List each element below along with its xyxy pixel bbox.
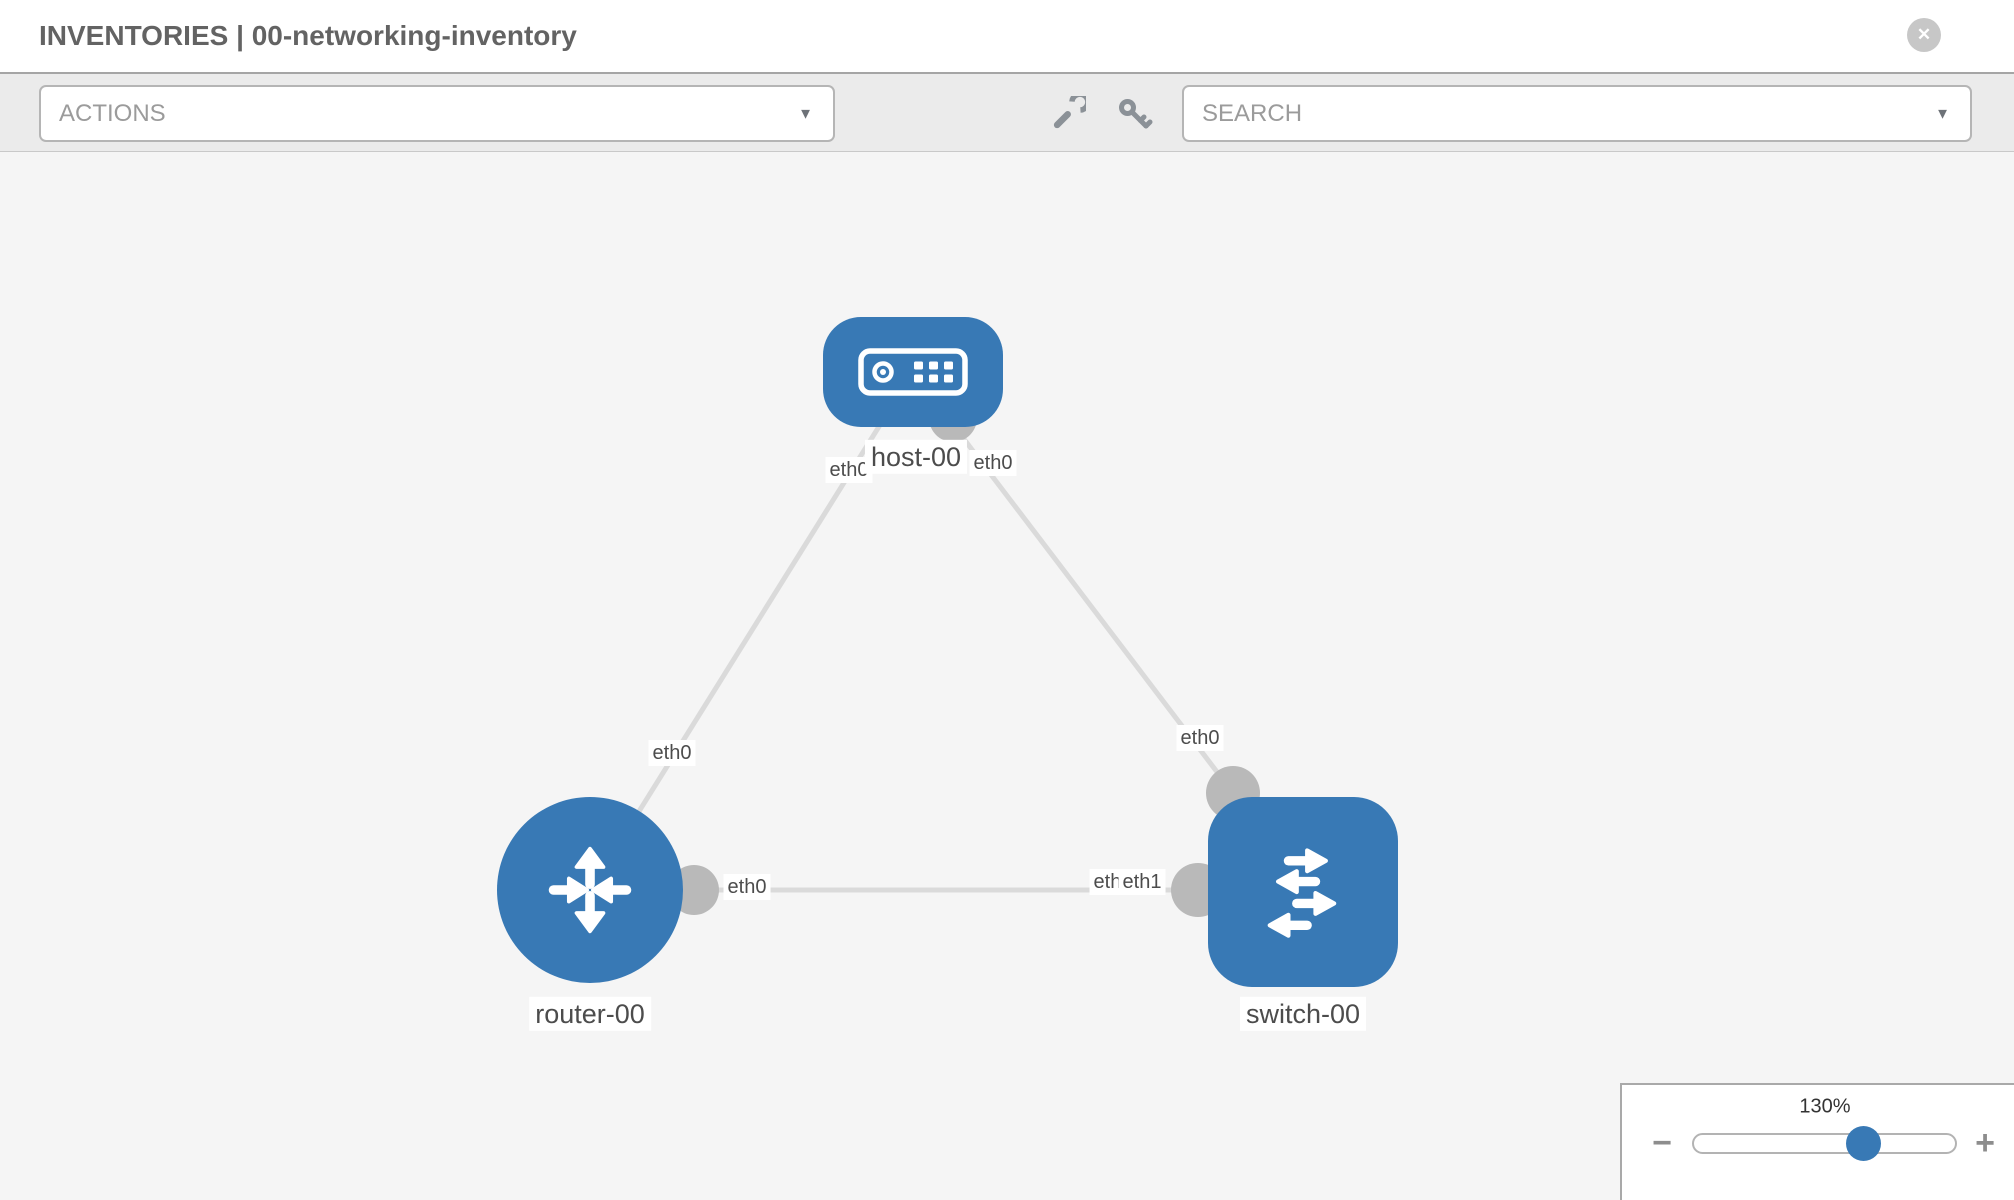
zoom-slider-knob[interactable] xyxy=(1846,1126,1881,1161)
wrench-icon[interactable] xyxy=(1048,96,1086,134)
iface-label-host-eth0-left: eth0 xyxy=(825,457,873,483)
node-router-00[interactable] xyxy=(497,797,683,983)
plus-icon: + xyxy=(1975,1124,1995,1162)
iface-label-router-eth0-top: eth0 xyxy=(648,740,696,766)
host-icon xyxy=(858,348,968,396)
iface-label-switch-eth0-top: eth0 xyxy=(1176,725,1224,751)
toolbar: ACTIONS ▼ SEARCH ▼ xyxy=(0,72,2014,152)
iface-label-router-eth0-right: eth0 xyxy=(723,874,771,900)
search-dropdown[interactable]: SEARCH ▼ xyxy=(1182,85,1972,142)
node-switch-00[interactable] xyxy=(1208,797,1398,987)
node-label-router-00: router-00 xyxy=(529,996,651,1032)
chevron-down-icon: ▼ xyxy=(798,105,813,122)
search-dropdown-label: SEARCH xyxy=(1202,99,1303,127)
close-icon: ✕ xyxy=(1916,25,1932,44)
zoom-level: 130% xyxy=(1799,1095,1851,1118)
iface-label-switch-eth1: eth1 xyxy=(1118,869,1166,895)
minus-icon: − xyxy=(1652,1124,1672,1162)
node-host-00[interactable] xyxy=(823,317,1003,427)
zoom-panel: 130% − + xyxy=(1620,1083,2014,1200)
router-icon xyxy=(548,846,632,934)
node-label-host-00: host-00 xyxy=(864,439,968,475)
chevron-down-icon: ▼ xyxy=(1935,105,1950,122)
iface-label-host-eth0-right: eth0 xyxy=(969,450,1017,476)
actions-dropdown[interactable]: ACTIONS ▼ xyxy=(39,85,835,142)
zoom-in-button[interactable]: + xyxy=(1975,1126,1995,1160)
close-button[interactable]: ✕ xyxy=(1907,18,1941,52)
actions-dropdown-label: ACTIONS xyxy=(59,99,166,127)
key-icon[interactable] xyxy=(1116,96,1154,134)
zoom-out-button[interactable]: − xyxy=(1652,1126,1672,1160)
zoom-slider-track[interactable] xyxy=(1692,1133,1957,1154)
switch-icon xyxy=(1267,848,1337,938)
topology-canvas[interactable]: eth0 eth0 eth0 eth0 eth0 eth0 eth1 host-… xyxy=(0,152,2014,1200)
node-label-switch-00: switch-00 xyxy=(1239,996,1367,1032)
page-title: INVENTORIES | 00-networking-inventory xyxy=(39,20,577,51)
header: INVENTORIES | 00-networking-inventory ✕ xyxy=(0,0,2014,72)
